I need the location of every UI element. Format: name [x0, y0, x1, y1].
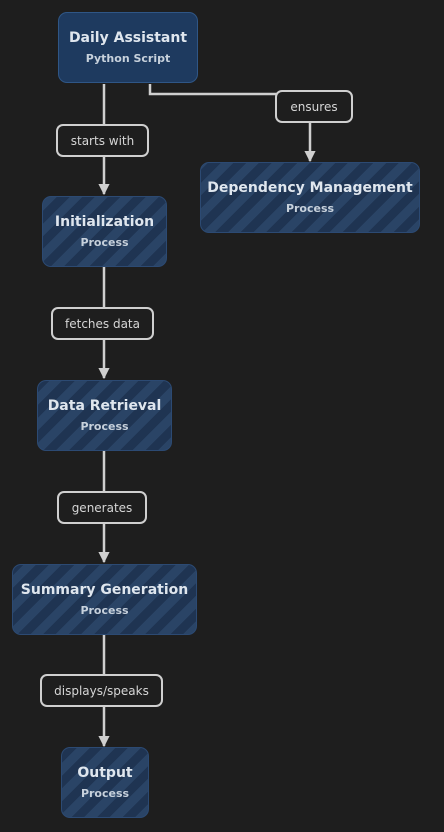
- node-dependency-management[interactable]: Dependency Management Process: [200, 162, 420, 233]
- edge-label-displays-speaks: displays/speaks: [40, 674, 163, 707]
- node-subtitle: Process: [80, 787, 130, 800]
- node-initialization[interactable]: Initialization Process: [42, 196, 167, 267]
- node-title: Summary Generation: [20, 582, 189, 598]
- node-title: Daily Assistant: [68, 30, 188, 46]
- node-subtitle: Process: [80, 604, 129, 617]
- node-title: Initialization: [54, 214, 155, 230]
- node-subtitle: Process: [285, 202, 335, 215]
- node-subtitle: Process: [80, 236, 129, 249]
- node-title: Output: [77, 765, 133, 781]
- edge-label-ensures: ensures: [275, 90, 353, 123]
- node-daily-assistant[interactable]: Daily Assistant Python Script: [58, 12, 198, 83]
- node-title: Dependency Management: [207, 180, 413, 196]
- edge-daily-assistant-to-dependency-management: [148, 84, 316, 163]
- node-subtitle: Python Script: [85, 52, 171, 65]
- node-data-retrieval[interactable]: Data Retrieval Process: [37, 380, 172, 451]
- edge-label-generates: generates: [57, 491, 147, 524]
- node-subtitle: Process: [80, 420, 129, 433]
- node-output[interactable]: Output Process: [61, 747, 149, 818]
- edge-label-starts-with: starts with: [56, 124, 149, 157]
- node-title: Data Retrieval: [47, 398, 162, 414]
- node-summary-generation[interactable]: Summary Generation Process: [12, 564, 197, 635]
- edge-label-fetches-data: fetches data: [51, 307, 154, 340]
